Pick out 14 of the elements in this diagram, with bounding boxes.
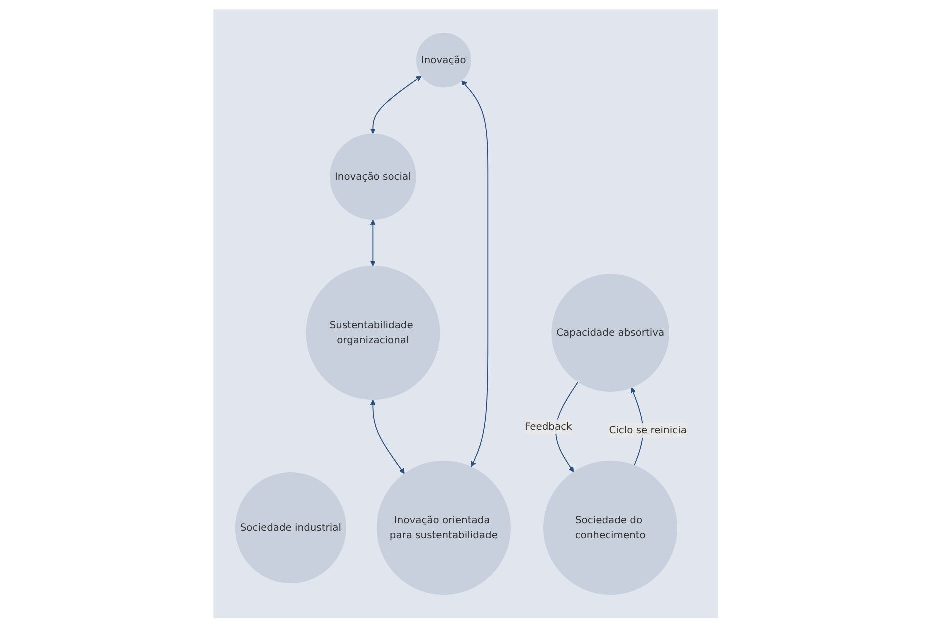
arrow	[461, 80, 488, 468]
node-circle: Sociedade industrial	[234, 472, 346, 584]
arrow	[370, 400, 404, 474]
edge-label: Ciclo se reinicia	[608, 424, 686, 436]
node-circle: Sustentabilidade organizacional	[306, 266, 440, 400]
arrow	[370, 76, 422, 134]
edge-label: Feedback	[524, 420, 572, 433]
arrow	[370, 220, 376, 267]
node-circle: Inovação	[416, 32, 471, 88]
node-circle: Capacidade absortiva	[551, 274, 670, 392]
node-circle: Inovação social	[330, 134, 416, 220]
cluster	[213, 10, 718, 618]
node-circle: Sociedade do conhecimento	[543, 460, 678, 596]
node-circle: Inovação orientada para sustentabilidade	[376, 460, 510, 596]
